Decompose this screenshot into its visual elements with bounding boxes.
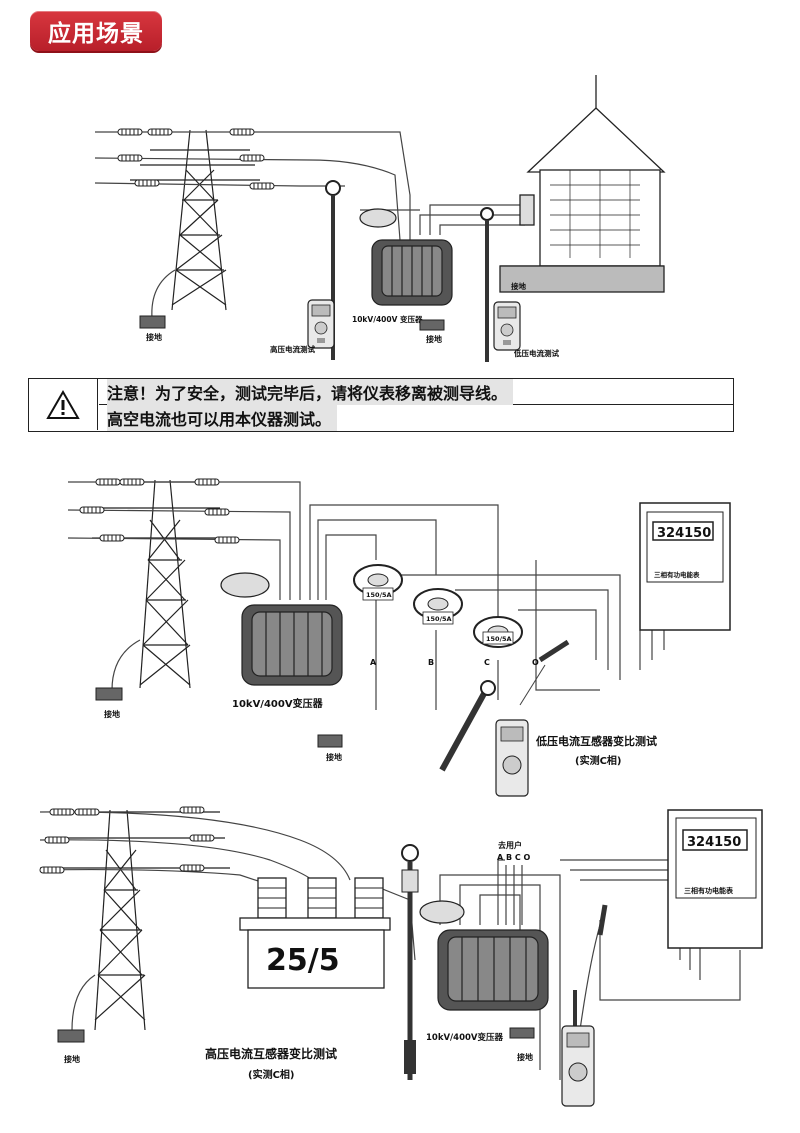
hv-test-label: 高压电流测试 [270,344,315,354]
ground-label: 接地 [64,1054,80,1064]
notice-row: 高空电流也可以用本仪器测试。 [99,404,733,431]
lv-test-label: 低压电流测试 [513,348,559,358]
transformer-icon [359,208,453,306]
warning-icon-cell [29,379,98,430]
current-transformer-a-icon: 150/5A [353,564,403,601]
transformer-icon [419,900,549,1011]
svg-text:150/5A: 150/5A [366,591,392,599]
phase-label: C [484,658,490,667]
clamp-meter-hv-icon [401,844,419,1080]
svg-text:三相有功电能表: 三相有功电能表 [654,570,700,579]
ground-icon [139,315,166,329]
clamp-meter-icon [439,639,570,797]
transformer-label: 10kV/400V 变压器 [352,314,423,324]
ground-label: 接地 [104,709,120,719]
test-title: 高压电流互感器变比测试 [205,1046,337,1061]
clamp-meter-hv-icon [307,180,341,360]
scene2-diagram: 接地 10kV/400V变压器 接地 150/5A 150/5A [67,478,731,797]
scene3-diagram: 接地 25/5 10kV/400V变压器 接地 去用户 A B [39,806,763,1107]
energy-meter-icon: 324150 三相有功电能表 [667,809,763,949]
clamp-meter-icon [561,904,608,1107]
ground-label: 接地 [511,281,526,291]
notice-row: 注意！为了安全，测试完毕后，请将仪表移离被测导线。 [99,378,733,405]
ground-icon [509,1027,535,1039]
ground-label: 接地 [426,334,442,344]
ground-label: 接地 [146,332,162,342]
to-user-label: 去用户 [498,840,522,850]
svg-text:150/5A: 150/5A [486,635,512,643]
current-transformer-c-icon: 150/5A [473,616,523,648]
phase-label: O [532,658,539,667]
test-subtitle: (实测C相) [248,1068,294,1081]
svg-text:324150: 324150 [687,835,741,850]
transformer-label: 10kV/400V变压器 [232,697,324,710]
phase-label: A [370,658,377,667]
section-title-badge: 应用场景 [30,11,162,51]
safety-notice-table: 注意！为了安全，测试完毕后，请将仪表移离被测导线。 高空电流也可以用本仪器测试。 [28,378,734,432]
ground-icon [95,687,123,701]
phase-labels: A B C O [497,853,531,862]
ct-ratio-label: 25/5 [266,943,340,978]
phase-label: B [428,658,434,667]
transformer-icon [220,572,343,686]
ground-icon [419,319,445,331]
svg-text:三相有功电能表: 三相有功电能表 [684,886,734,895]
scene1-diagram: 接地 高压电流测试 10kV/400V 变压器 接地 低压电流测试 [94,75,666,362]
ground-label: 接地 [517,1052,533,1062]
current-transformer-b-icon: 150/5A [413,588,463,625]
transformer-label: 10kV/400V变压器 [426,1032,503,1043]
notice-text: 注意！为了安全，测试完毕后，请将仪表移离被测导线。 [107,378,514,405]
ground-label: 接地 [326,752,342,762]
ground-icon [57,1029,85,1043]
svg-text:150/5A: 150/5A [426,615,452,623]
ground-icon [317,734,343,748]
test-subtitle: (实测C相) [575,754,621,767]
clamp-meter-lv-icon [480,207,521,362]
test-title: 低压电流互感器变比测试 [535,734,657,748]
warning-icon [46,389,80,419]
notice-text: 高空电流也可以用本仪器测试。 [107,404,338,431]
tower-icon [40,809,230,1031]
energy-meter-icon: 324150 三相有功电能表 [639,502,731,631]
hv-current-transformer-icon [239,877,391,989]
svg-text:324150: 324150 [657,526,711,541]
house-icon [499,75,666,293]
